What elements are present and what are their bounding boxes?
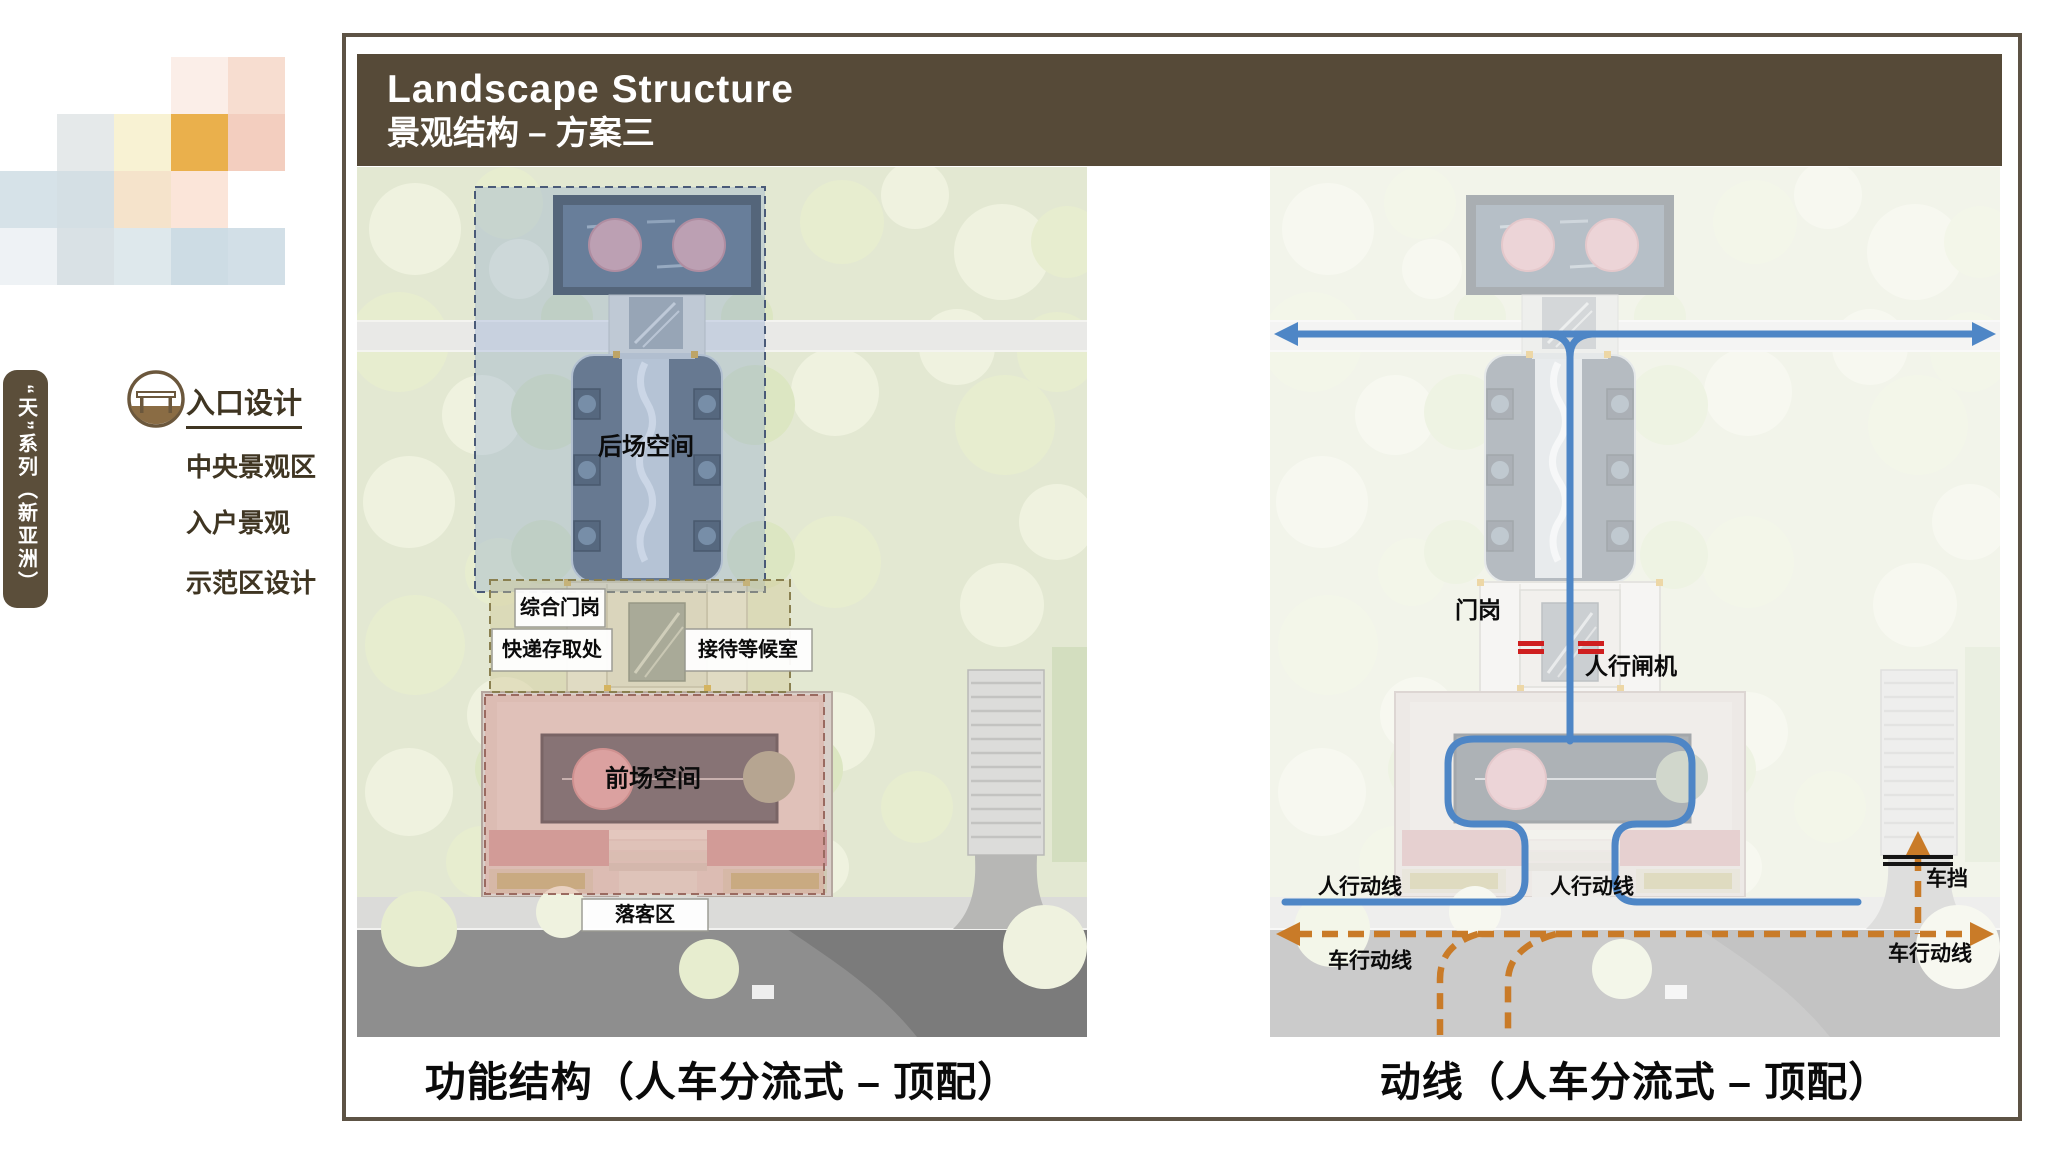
color-swatch <box>171 171 228 228</box>
color-swatch <box>171 57 228 114</box>
entrance-gate-icon <box>127 370 185 428</box>
label-pedestrian-route-right: 人行动线 <box>1550 875 1634 899</box>
color-swatch <box>228 114 285 171</box>
labelbox-gatehouse <box>514 588 606 628</box>
label-parcel-lockers: 快递存取处 <box>502 637 603 661</box>
label-vehicle-route-right: 车行动线 <box>1888 942 1972 966</box>
vehicle-arrowhead-left <box>1276 922 1300 946</box>
color-swatch <box>57 171 114 228</box>
color-swatch <box>0 171 57 228</box>
color-swatch <box>171 114 228 171</box>
color-swatch <box>114 228 171 285</box>
right-plan-caption: 动线（人车分流式 – 顶配） <box>1379 1059 1891 1105</box>
labelbox-dropoff <box>581 898 709 932</box>
sidebar-item-demo-area-design[interactable]: 示范区设计 <box>186 568 317 598</box>
labelbox-reception-lounge <box>684 628 813 672</box>
pedestrian-arrowhead-right <box>1972 322 1996 346</box>
vehicle-arrowhead-up <box>1906 831 1930 855</box>
turnstile-bars <box>1518 641 1604 654</box>
sidebar-item-home-entry-landscape[interactable]: 入户景观 <box>186 508 291 538</box>
label-pedestrian-route-left: 人行动线 <box>1318 875 1402 899</box>
label-forecourt-space: 前场空间 <box>605 765 701 793</box>
label-vehicle-route-left: 车行动线 <box>1328 949 1412 973</box>
label-gatehouse: 综合门岗 <box>520 595 600 619</box>
color-swatch <box>114 171 171 228</box>
color-swatch <box>57 228 114 285</box>
left-plan-functional-structure: 后场空间 综合门岗 快递存取处 接待等候室 前场空间 落客区 <box>357 167 1087 1037</box>
label-dropoff-area: 落客区 <box>615 902 675 926</box>
color-swatch <box>57 114 114 171</box>
labelbox-parcel-lockers <box>491 628 613 672</box>
vehicle-arrowhead-right <box>1970 922 1994 946</box>
label-car-barrier: 车挡 <box>1926 867 1968 891</box>
vehicle-route-lines <box>1296 855 1972 1035</box>
sidebar-item-central-landscape[interactable]: 中央景观区 <box>186 452 317 482</box>
color-swatch-grid <box>0 57 285 285</box>
color-swatch <box>114 114 171 171</box>
color-swatch <box>0 228 57 285</box>
zone-forecourt <box>484 694 825 895</box>
color-swatch <box>228 228 285 285</box>
label-backyard-space: 后场空间 <box>598 433 694 461</box>
series-tab-label: “天”系列（新亚洲） <box>14 384 37 594</box>
pedestrian-route-lines <box>1281 330 1980 906</box>
car-barrier-bars <box>1883 855 1953 866</box>
page-title-cn: 景观结构 – 方案三 <box>387 113 655 151</box>
left-plan-caption: 功能结构（人车分流式 – 顶配） <box>424 1059 1020 1105</box>
label-gate-post: 门岗 <box>1455 597 1501 623</box>
label-reception-lounge: 接待等候室 <box>698 637 798 661</box>
right-plan-circulation: 门岗 人行闸机 人行动线 人行动线 车挡 车行动线 车行动线 <box>1270 167 2000 1037</box>
header-bar: Landscape Structure 景观结构 – 方案三 <box>357 54 2002 166</box>
color-swatch <box>228 57 285 114</box>
color-swatch <box>171 228 228 285</box>
zone-backyard <box>474 186 766 593</box>
label-pedestrian-turnstile: 人行闸机 <box>1585 653 1677 679</box>
pedestrian-arrowhead-left <box>1274 322 1298 346</box>
sidebar-item-entrance-design[interactable]: 入口设计 <box>186 380 303 429</box>
series-tab[interactable]: “天”系列（新亚洲） <box>3 370 48 608</box>
page-title-en: Landscape Structure <box>387 67 794 111</box>
